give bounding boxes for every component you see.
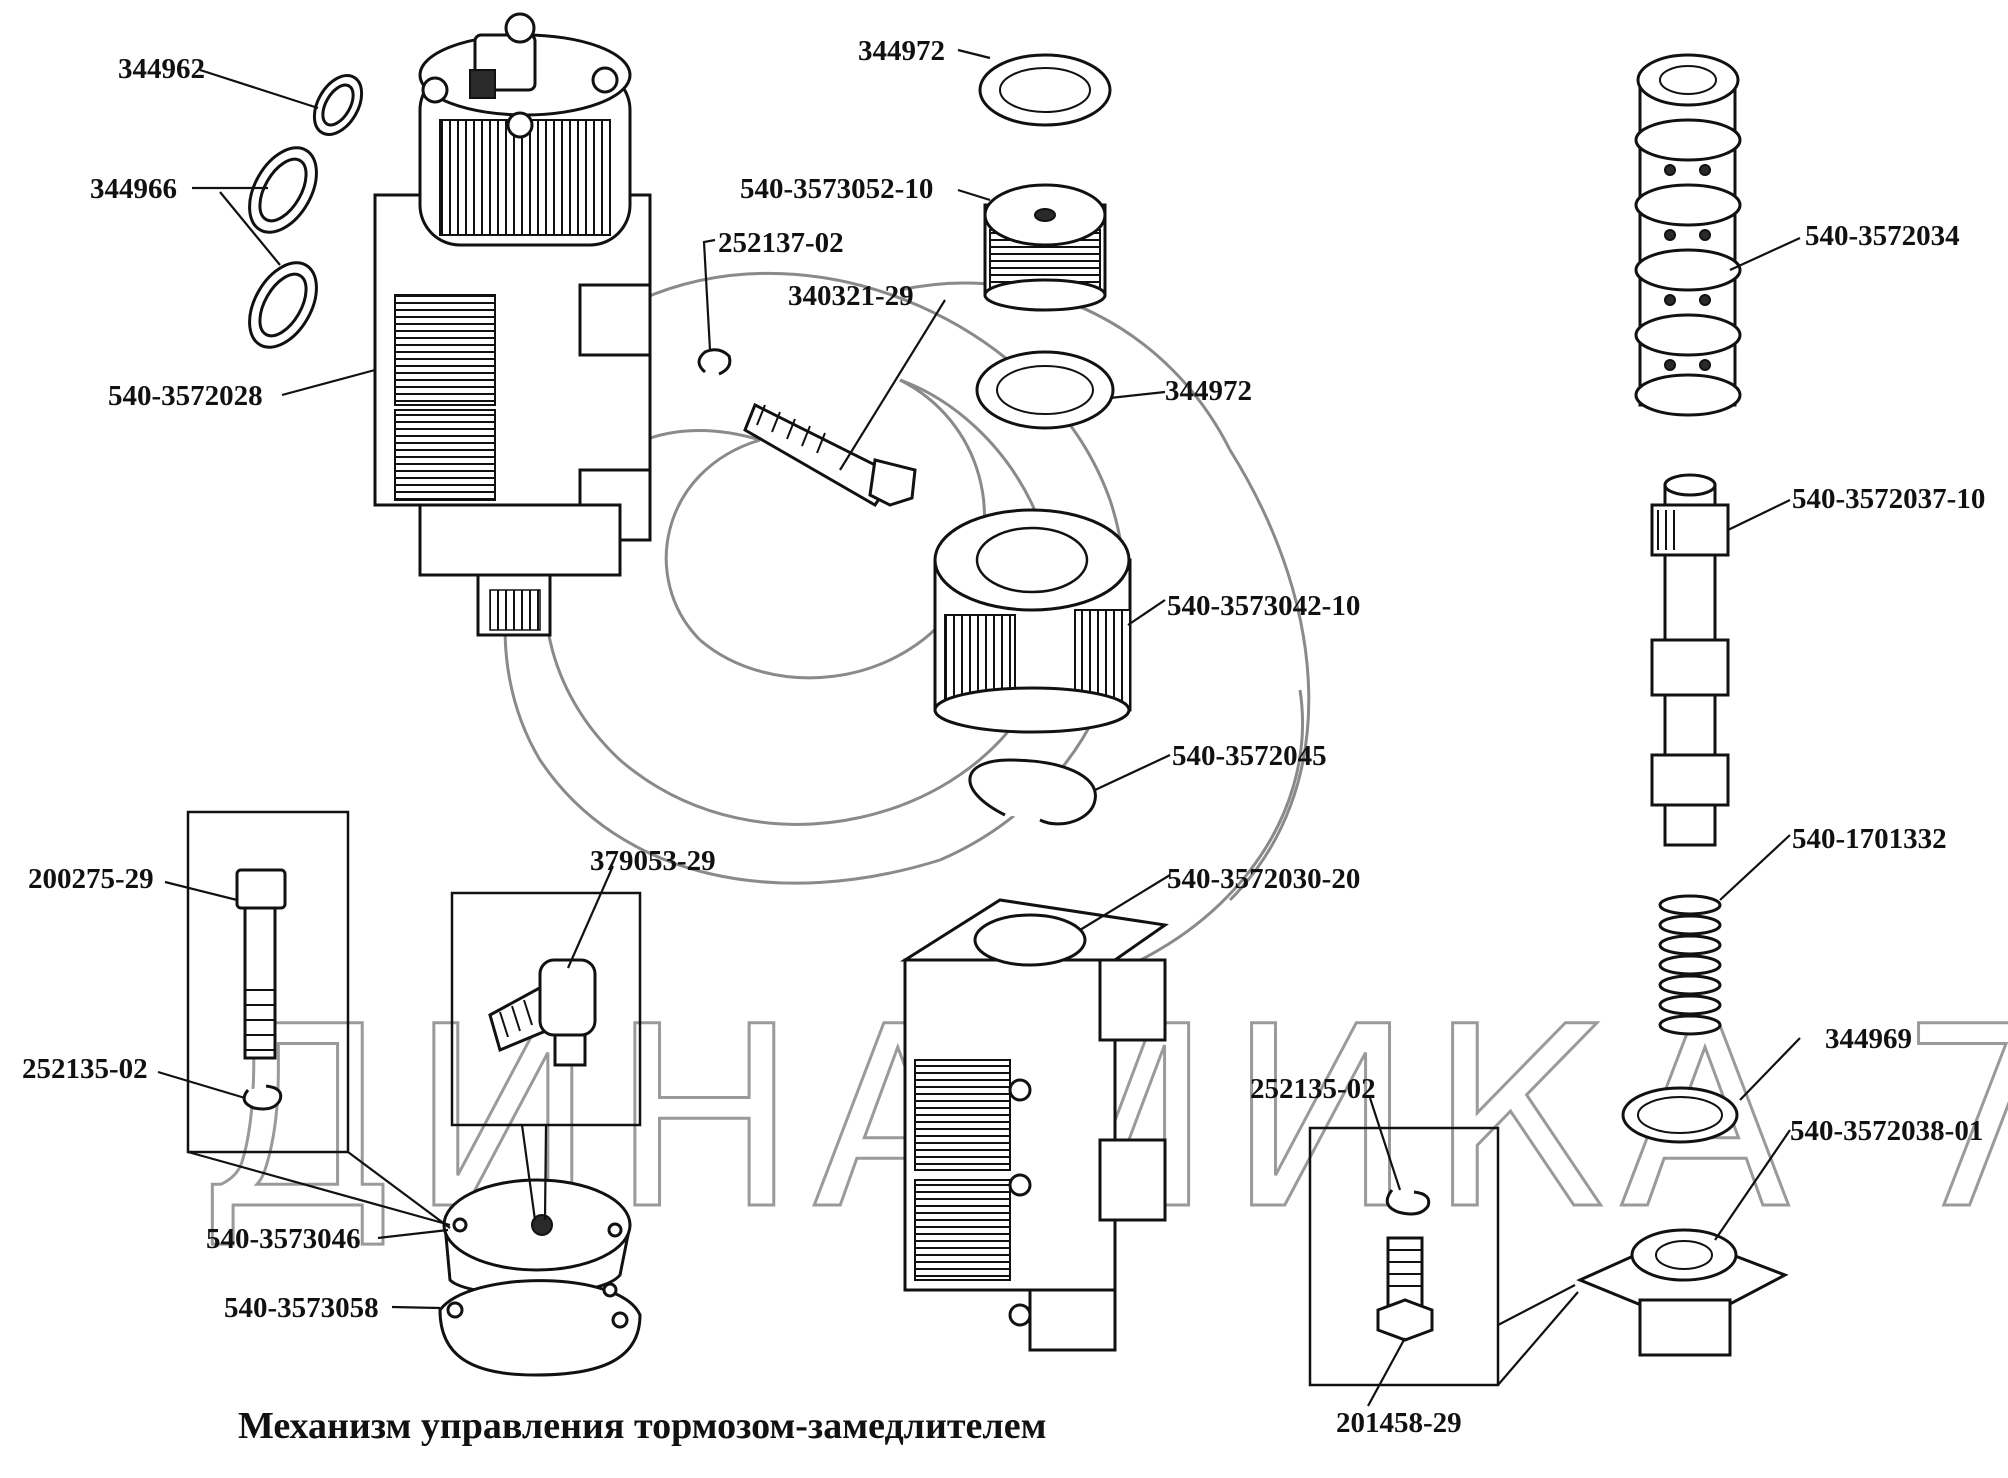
part-340321-29 <box>743 402 917 508</box>
part-540-3572045 <box>968 758 1097 826</box>
callout-252135-02-left: 252135-02 <box>22 1053 148 1085</box>
part-540-3573058 <box>438 1279 642 1377</box>
callout-252137-02: 252137-02 <box>718 227 844 259</box>
callout-540-3572038-01: 540-3572038-01 <box>1790 1115 1983 1147</box>
callout-540-1701332: 540-1701332 <box>1792 823 1947 855</box>
frame-link-left-a <box>187 1150 451 1227</box>
part-540-3573052-10 <box>983 183 1107 312</box>
part-344966 <box>248 146 318 349</box>
callout-344962: 344962 <box>118 53 205 85</box>
frame-link-right-b <box>1497 1291 1579 1386</box>
callout-540-3572030-20: 540-3572030-20 <box>1167 863 1360 895</box>
frame-bolt-group <box>186 810 350 1154</box>
part-540-3573042-10 <box>933 508 1132 734</box>
callout-540-3573042-10: 540-3573042-10 <box>1167 590 1360 622</box>
frame-link-fitting-b <box>520 1124 537 1221</box>
callout-540-3573058: 540-3573058 <box>224 1292 379 1324</box>
frame-link-fitting-a <box>543 1124 548 1221</box>
callout-344966: 344966 <box>90 173 177 205</box>
part-540-3572028 <box>373 12 652 637</box>
frame-bolt-group-right <box>1308 1126 1500 1387</box>
callout-344972-top: 344972 <box>858 35 945 67</box>
callout-252135-02-right: 252135-02 <box>1250 1073 1376 1105</box>
callout-344969: 344969 <box>1825 1023 1912 1055</box>
part-540-3573046 <box>442 1178 632 1296</box>
callout-540-3573052-10: 540-3573052-10 <box>740 173 933 205</box>
part-201458-29 <box>1376 1236 1434 1342</box>
callout-540-3572034: 540-3572034 <box>1805 220 1960 252</box>
part-540-3572030-20 <box>899 898 1169 1352</box>
frame-link-right-a <box>1497 1284 1576 1326</box>
part-200275-29 <box>235 868 287 1060</box>
part-344972-top <box>978 53 1112 127</box>
part-344972-mid <box>975 350 1115 430</box>
part-540-1701332 <box>1658 894 1722 1036</box>
callout-340321-29: 340321-29 <box>788 280 914 312</box>
part-344962 <box>312 74 364 136</box>
callout-201458-29: 201458-29 <box>1336 1407 1462 1439</box>
leader-lines <box>157 48 1801 1407</box>
part-252137-02 <box>697 348 732 376</box>
callout-540-3573046: 540-3573046 <box>206 1223 361 1255</box>
callout-344972-mid: 344972 <box>1165 375 1252 407</box>
callout-540-3572037-10: 540-3572037-10 <box>1792 483 1985 515</box>
diagram-caption: Механизм управления тормозом-замедлителе… <box>238 1405 1046 1447</box>
part-252135-02-left <box>242 1084 283 1111</box>
part-540-3572034 <box>1634 53 1742 417</box>
callout-200275-29: 200275-29 <box>28 863 154 895</box>
part-252135-02-right <box>1385 1189 1431 1216</box>
part-540-3572037-10 <box>1650 473 1730 847</box>
callout-540-3572028: 540-3572028 <box>108 380 263 412</box>
callout-379053-29: 379053-29 <box>590 845 716 877</box>
callout-540-3572045: 540-3572045 <box>1172 740 1327 772</box>
part-379053-29 <box>488 958 597 1067</box>
part-540-3572038-01 <box>1576 1228 1789 1357</box>
frame-link-left-b <box>347 1151 451 1229</box>
part-344969 <box>1621 1086 1739 1144</box>
